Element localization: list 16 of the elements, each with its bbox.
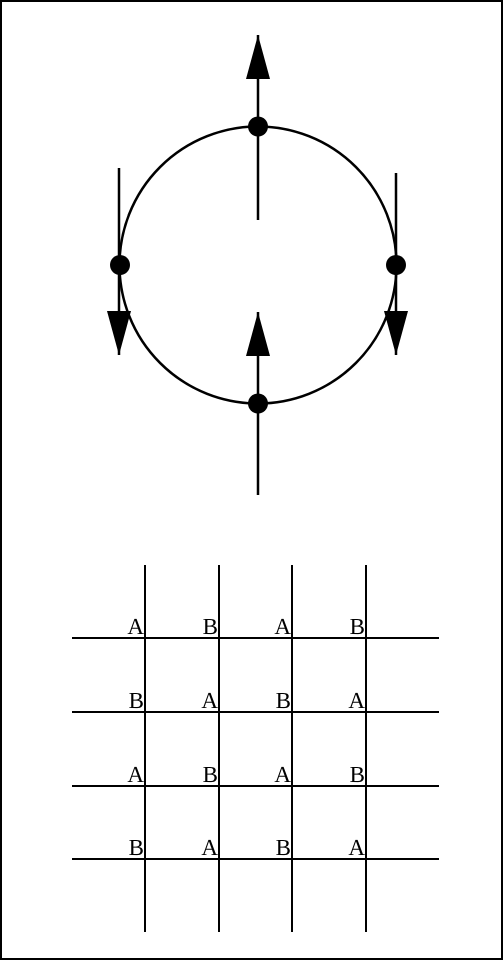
grid-letter: A [201, 836, 218, 859]
grid-letter: A [127, 615, 144, 638]
grid-letter: B [202, 763, 218, 786]
grid-letter: A [348, 689, 365, 712]
grid-letter: B [276, 689, 291, 712]
grid-letter: A [348, 836, 365, 859]
grid-letter: A [274, 615, 291, 638]
grid-letter: B [350, 763, 365, 786]
grid-letter: B [276, 836, 291, 859]
grid-letter: B [128, 689, 144, 712]
grid-letter: B [202, 615, 218, 638]
grid-letter: A [201, 689, 218, 712]
grid-letter: A [274, 763, 291, 786]
grid-letter: A [127, 763, 144, 786]
grid-letter: B [128, 836, 144, 859]
grid-letter: B [350, 615, 365, 638]
